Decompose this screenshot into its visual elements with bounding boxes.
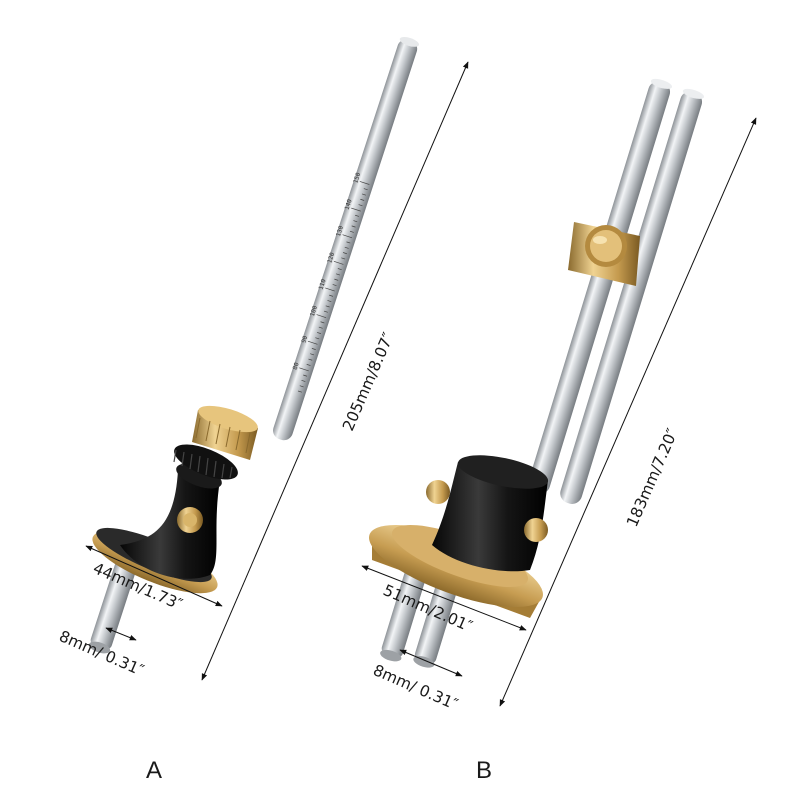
length-arrow-a (201, 61, 469, 681)
gauge-a-body (120, 405, 258, 579)
length-arrow-b (499, 117, 757, 707)
gauge-b-body (426, 455, 549, 572)
base-arrow-a (85, 545, 223, 607)
gauge-b-brass-slider (568, 222, 640, 286)
rod-label-b: 8mm/ 0.31″ (370, 661, 460, 714)
rod-arrow-b (399, 649, 463, 677)
length-label-b: 183mm/7.20″ (623, 426, 682, 530)
variant-label-b: B (476, 757, 492, 784)
base-arrow-b (361, 565, 527, 631)
rod-arrow-a (105, 627, 137, 641)
gauge-b-thumbscrew-left (426, 480, 450, 504)
gauge-b-thumbscrew-right (524, 518, 548, 542)
variant-label-a: A (146, 757, 162, 784)
marking-gauge-b (369, 78, 704, 668)
length-label-a: 205mm/8.07″ (339, 330, 398, 434)
